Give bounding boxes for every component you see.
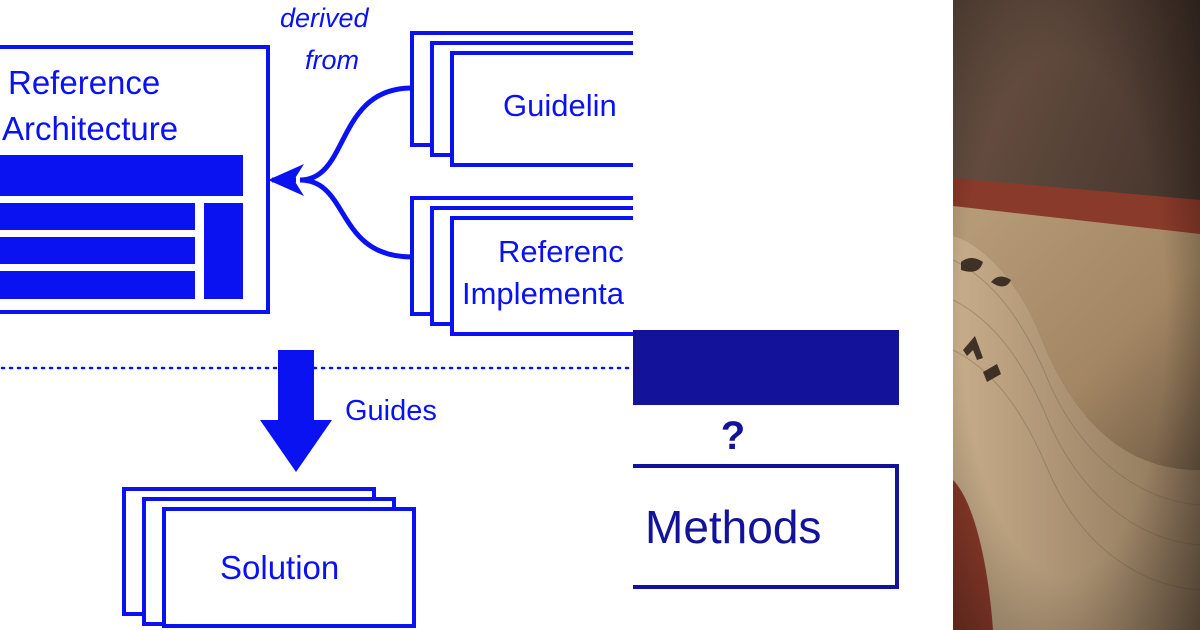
architecture-side-block [204, 203, 243, 299]
reference-implementation-label-line1: Referenc [498, 234, 624, 269]
architecture-layer-blocks [0, 155, 243, 299]
book-photo [953, 0, 1200, 630]
question-mark: ? [721, 414, 745, 458]
derived-from-arrowhead [268, 164, 304, 196]
methods-box: Methods [633, 464, 899, 589]
reference-implementation-label-line2: Implementa [462, 276, 625, 311]
guides-label: Guides [345, 395, 437, 427]
solution-document-stack: Solution [122, 487, 416, 628]
guidelines-label: Guidelin [503, 88, 617, 123]
architecture-layer-2 [0, 237, 195, 264]
derived-from-label-line1: derived [280, 3, 370, 33]
reference-architecture-title-line2: Architecture [2, 110, 178, 147]
reference-architecture-box: Reference Architecture [0, 45, 270, 314]
reference-implementation-document-stack: Referenc Implementa [410, 196, 694, 336]
architecture-top-layer [0, 155, 243, 196]
solution-label: Solution [220, 549, 339, 586]
architecture-layer-1 [0, 203, 195, 230]
reference-architecture-title-line1: Reference [8, 64, 160, 101]
guides-down-arrow [260, 350, 332, 472]
architecture-layer-3 [0, 271, 195, 299]
methods-label: Methods [645, 501, 821, 553]
derived-from-label-line2: from [305, 45, 359, 75]
methods-header-bar [633, 330, 899, 405]
